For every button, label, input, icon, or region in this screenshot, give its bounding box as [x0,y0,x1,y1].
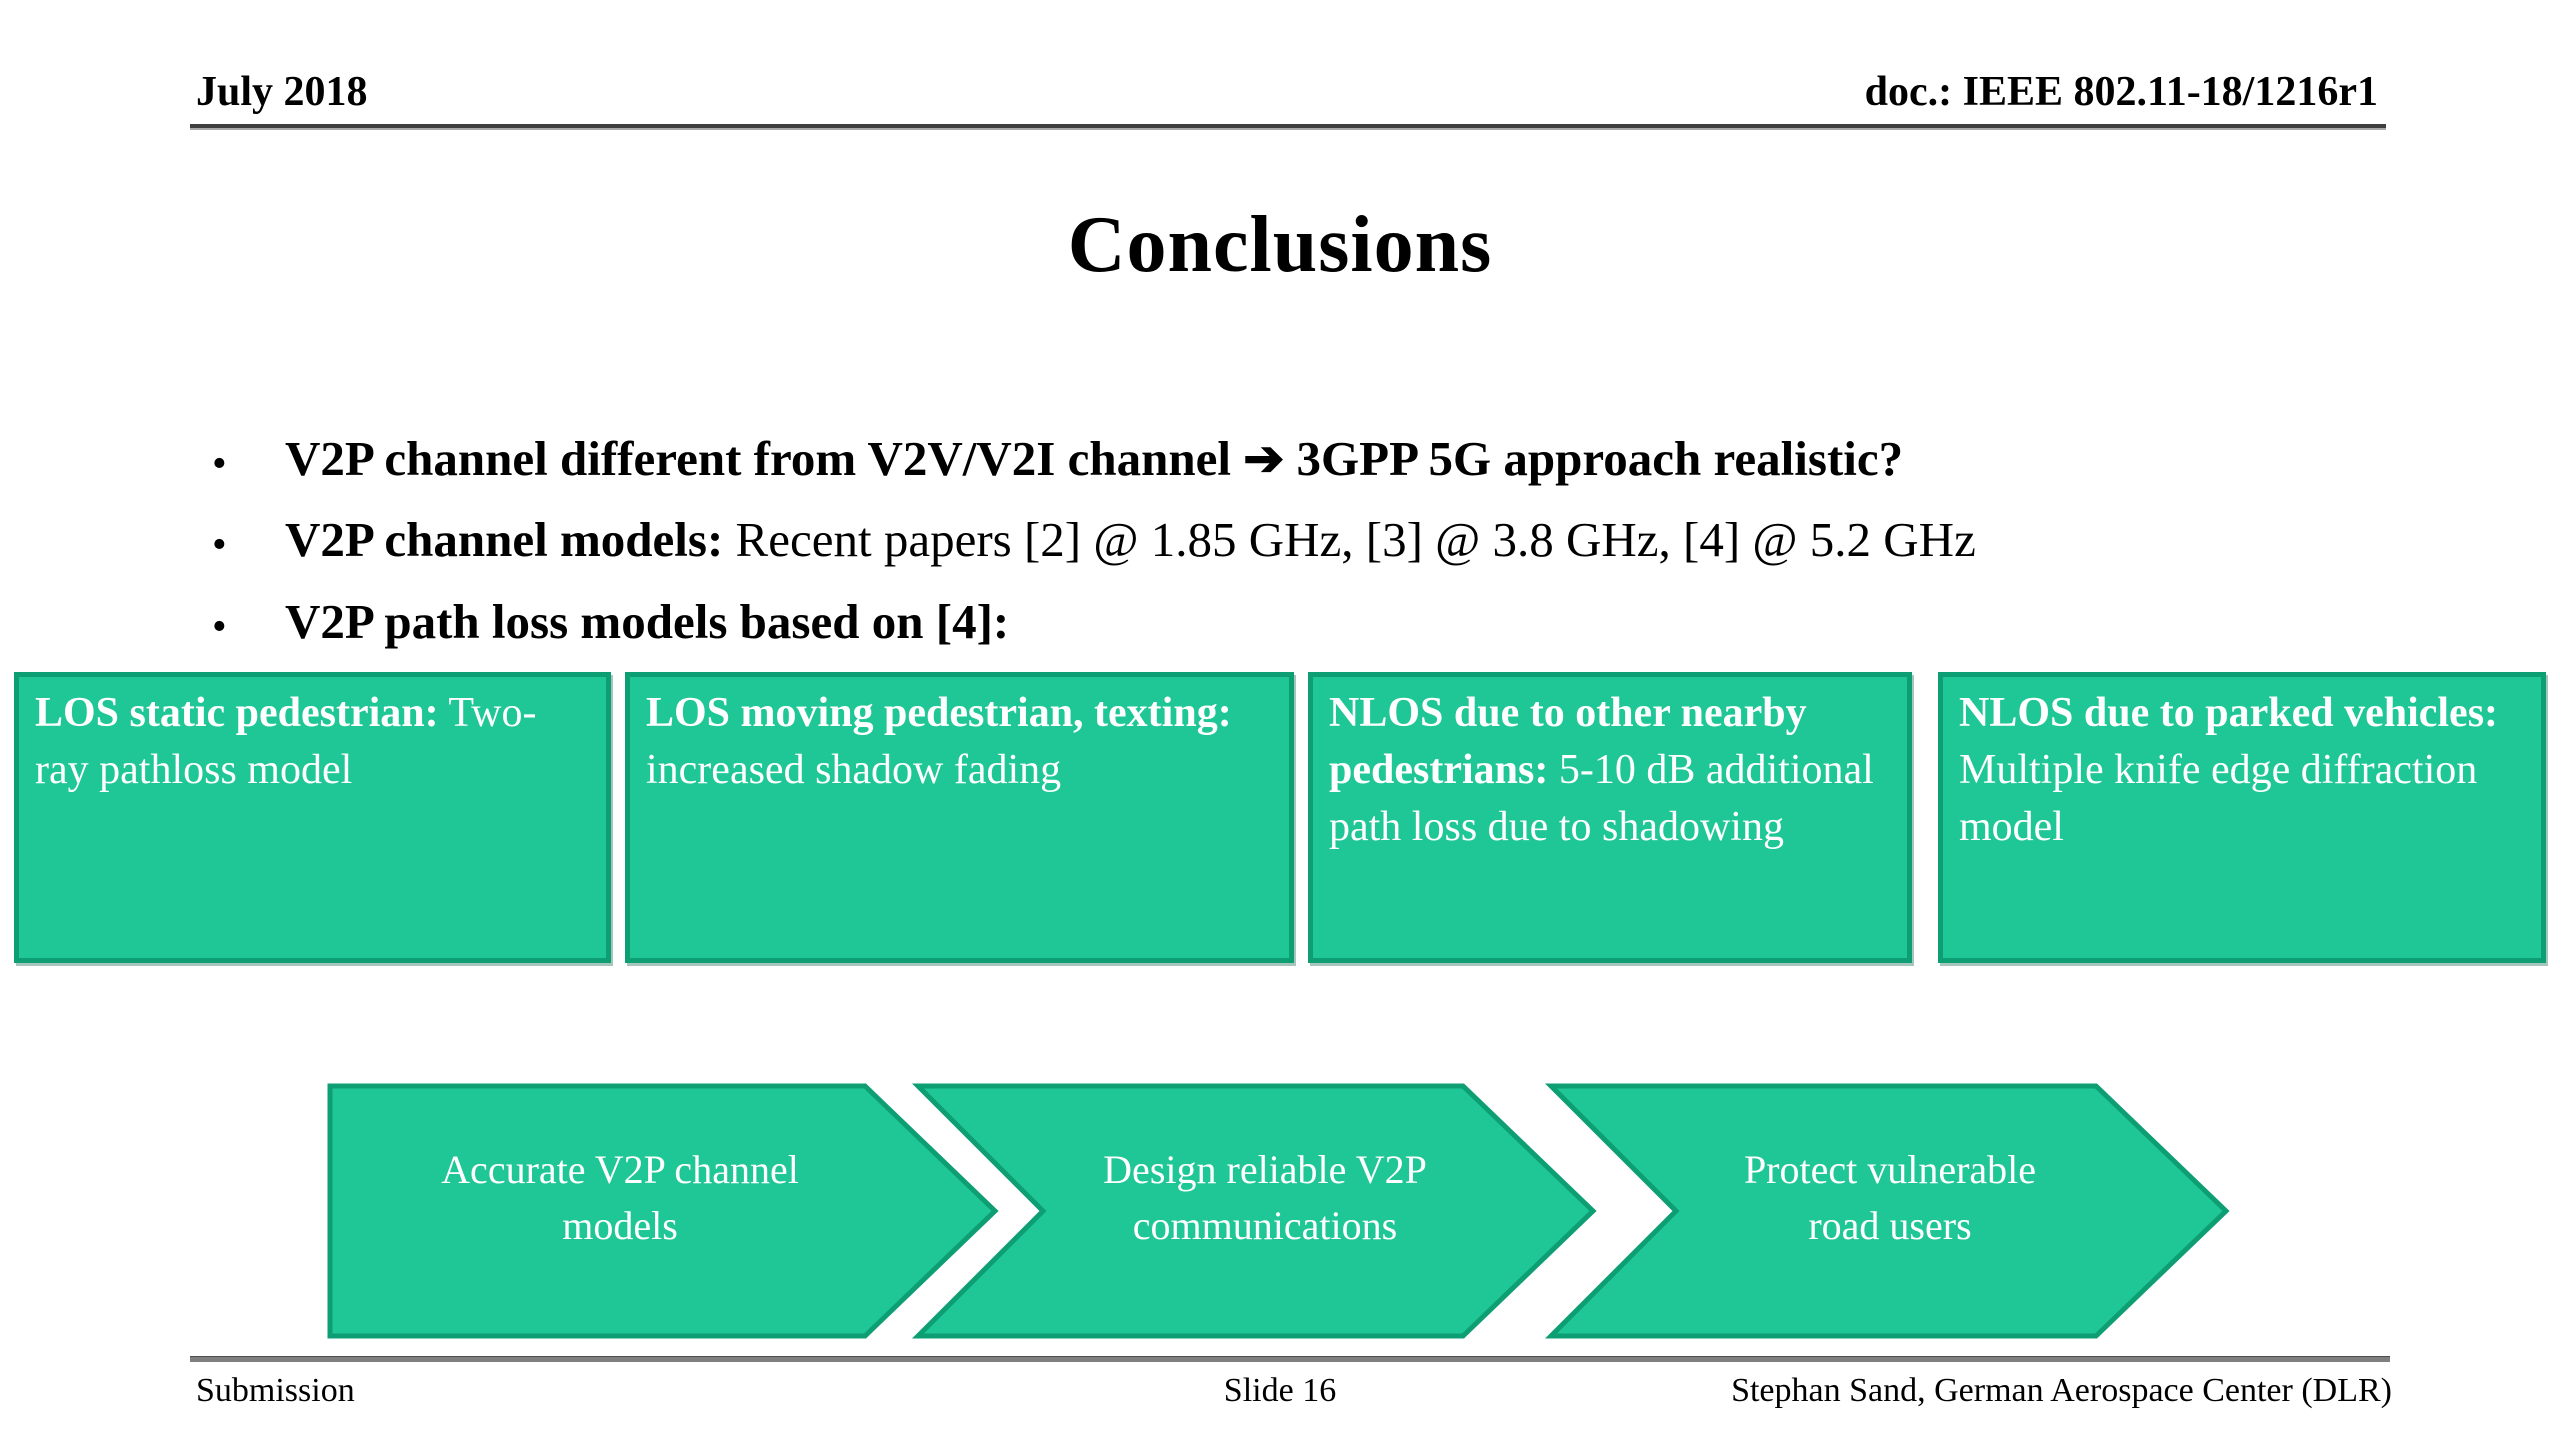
header-divider [190,124,2386,130]
footer-divider [190,1356,2390,1362]
model-box-heading: NLOS due to other nearby pedestrians: [1329,690,1807,794]
bullet-text-bold: V2P channel models: [285,512,724,567]
arrow-label-line: Design reliable V2P [1103,1147,1427,1192]
model-box-body: Multiple knife edge diffraction model [1959,747,2478,851]
bullet-text: Recent papers [2] @ 1.85 GHz, [3] @ 3.8 … [723,512,1976,567]
page-title: Conclusions [1067,201,1493,289]
arrow-label-line: communications [1132,1203,1398,1248]
footer-slide-number: Slide 16 [1223,1372,1337,1409]
model-box-heading: LOS static pedestrian: [35,690,439,736]
bullet-text-bold: V2P path loss models based on [4]: [285,594,1010,649]
model-box-heading: NLOS due to parked vehicles: [1959,690,2499,736]
chevron-arrow-shape [911,1083,1597,1339]
process-arrow-label-3: Protect vulnerable road users [1630,1142,2150,1254]
arrow-label-line: Accurate V2P channel [441,1147,799,1192]
process-arrow-label-2: Design reliable V2P communications [1005,1142,1525,1254]
model-box-los-moving: LOS moving pedestrian, texting: increase… [625,672,1294,963]
header-doc-number: doc.: IEEE 802.11-18/1216r1 [1864,69,2378,115]
process-arrows-graphic [327,1083,2230,1339]
bullet-item: • V2P channel models: Recent papers [2] @… [212,511,2372,570]
footer-author: Stephan Sand, German Aerospace Center (D… [1731,1372,2392,1409]
chevron-arrow-shape [1544,1083,2230,1339]
model-box-nlos-pedestrians: NLOS due to other nearby pedestrians: 5-… [1308,672,1912,963]
bullet-marker-icon: • [212,440,227,487]
chevron-arrow-shape [327,1083,999,1339]
header-date: July 2018 [196,69,368,115]
model-box-body: increased shadow fading [646,747,1062,794]
arrow-label-line: Protect vulnerable [1743,1147,2037,1192]
model-box-nlos-parked: NLOS due to parked vehicles: Multiple kn… [1938,672,2546,963]
arrow-label-line: models [562,1203,678,1248]
model-box-body: 5-10 dB additional path loss due to shad… [1329,747,1874,851]
arrow-label-line: road users [1808,1203,1972,1248]
model-box-heading: LOS moving pedestrian, texting: [646,690,1232,736]
bullet-item: • V2P path loss models based on [4]: [212,593,2372,652]
bullet-marker-icon: • [212,603,227,650]
bullet-marker-icon: • [212,521,227,568]
model-box-los-static: LOS static pedestrian: Two-ray pathloss … [14,672,611,963]
footer-submission: Submission [196,1372,355,1409]
process-arrow-label-1: Accurate V2P channel models [360,1142,880,1254]
bullet-item: • V2P channel different from V2V/V2I chan… [212,430,2372,489]
bullet-text-bold: V2P channel different from V2V/V2I chann… [285,431,1904,486]
model-box-body: Two-ray pathloss model [35,690,537,794]
